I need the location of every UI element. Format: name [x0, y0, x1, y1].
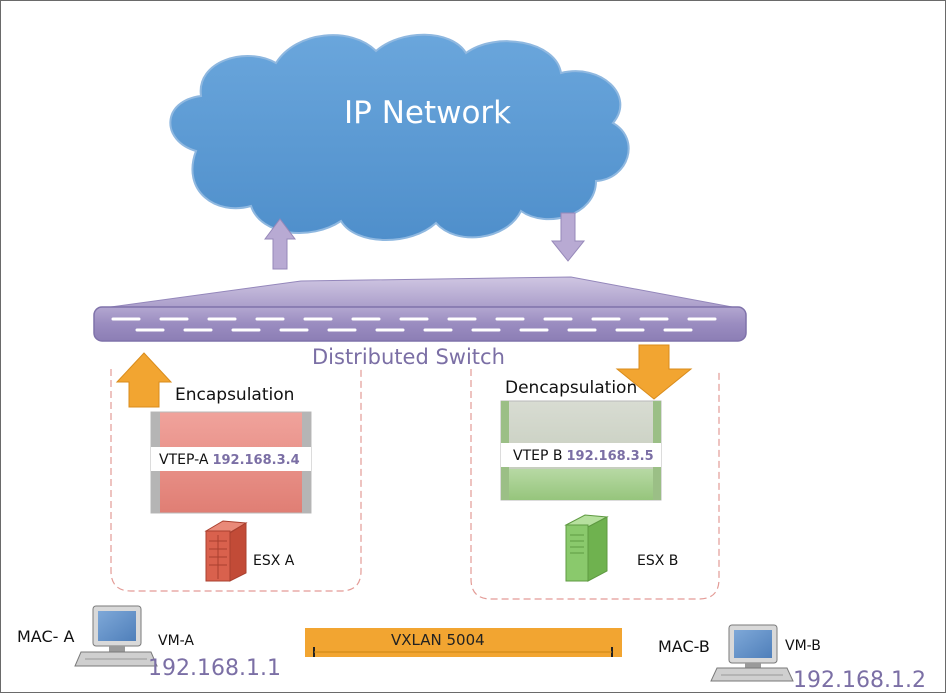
- ip-network-cloud: [169, 33, 630, 241]
- distributed-switch-label: Distributed Switch: [312, 345, 505, 369]
- host-b-container: [470, 369, 720, 600]
- vtep-b-ip: 192.168.3.5: [566, 449, 654, 464]
- vm-b-name-label: VM-B: [785, 638, 821, 654]
- esx-a-label: ESX A: [253, 553, 295, 569]
- decapsulation-label: Dencapsulation: [505, 378, 638, 398]
- vm-a-name-label: VM-A: [158, 633, 194, 649]
- encapsulation-label: Encapsulation: [175, 385, 295, 405]
- vtep-b-block: [500, 400, 662, 501]
- vtep-a-ip: 192.168.3.4: [212, 453, 300, 468]
- encapsulation-arrow-icon: [115, 352, 173, 408]
- vm-a-computer-icon: [74, 605, 158, 667]
- esx-b-label: ESX B: [637, 553, 679, 569]
- vm-a-ip-label: 192.168.1.1: [148, 656, 281, 681]
- ip-network-label: IP Network: [344, 95, 512, 131]
- decapsulation-arrow-icon: [615, 344, 693, 400]
- esx-a-server-icon: [204, 520, 248, 582]
- vtep-a-name: VTEP-A: [159, 452, 209, 468]
- vm-a-mac-label: MAC- A: [17, 627, 75, 646]
- uplink-arrow-icon: [264, 218, 296, 270]
- vtep-a-block: [150, 411, 312, 514]
- vm-b-ip-label: 192.168.1.2: [793, 668, 926, 693]
- vtep-b-name: VTEP B: [513, 448, 563, 464]
- vxlan-label: VXLAN 5004: [391, 631, 485, 649]
- host-a-container: [110, 369, 362, 592]
- distributed-switch-shape: [93, 276, 747, 342]
- vxlan-segment-bar: [305, 628, 622, 657]
- vm-b-computer-icon: [710, 624, 794, 682]
- downlink-arrow-icon: [550, 212, 586, 262]
- vm-b-mac-label: MAC-B: [658, 637, 710, 656]
- esx-b-server-icon: [564, 514, 609, 582]
